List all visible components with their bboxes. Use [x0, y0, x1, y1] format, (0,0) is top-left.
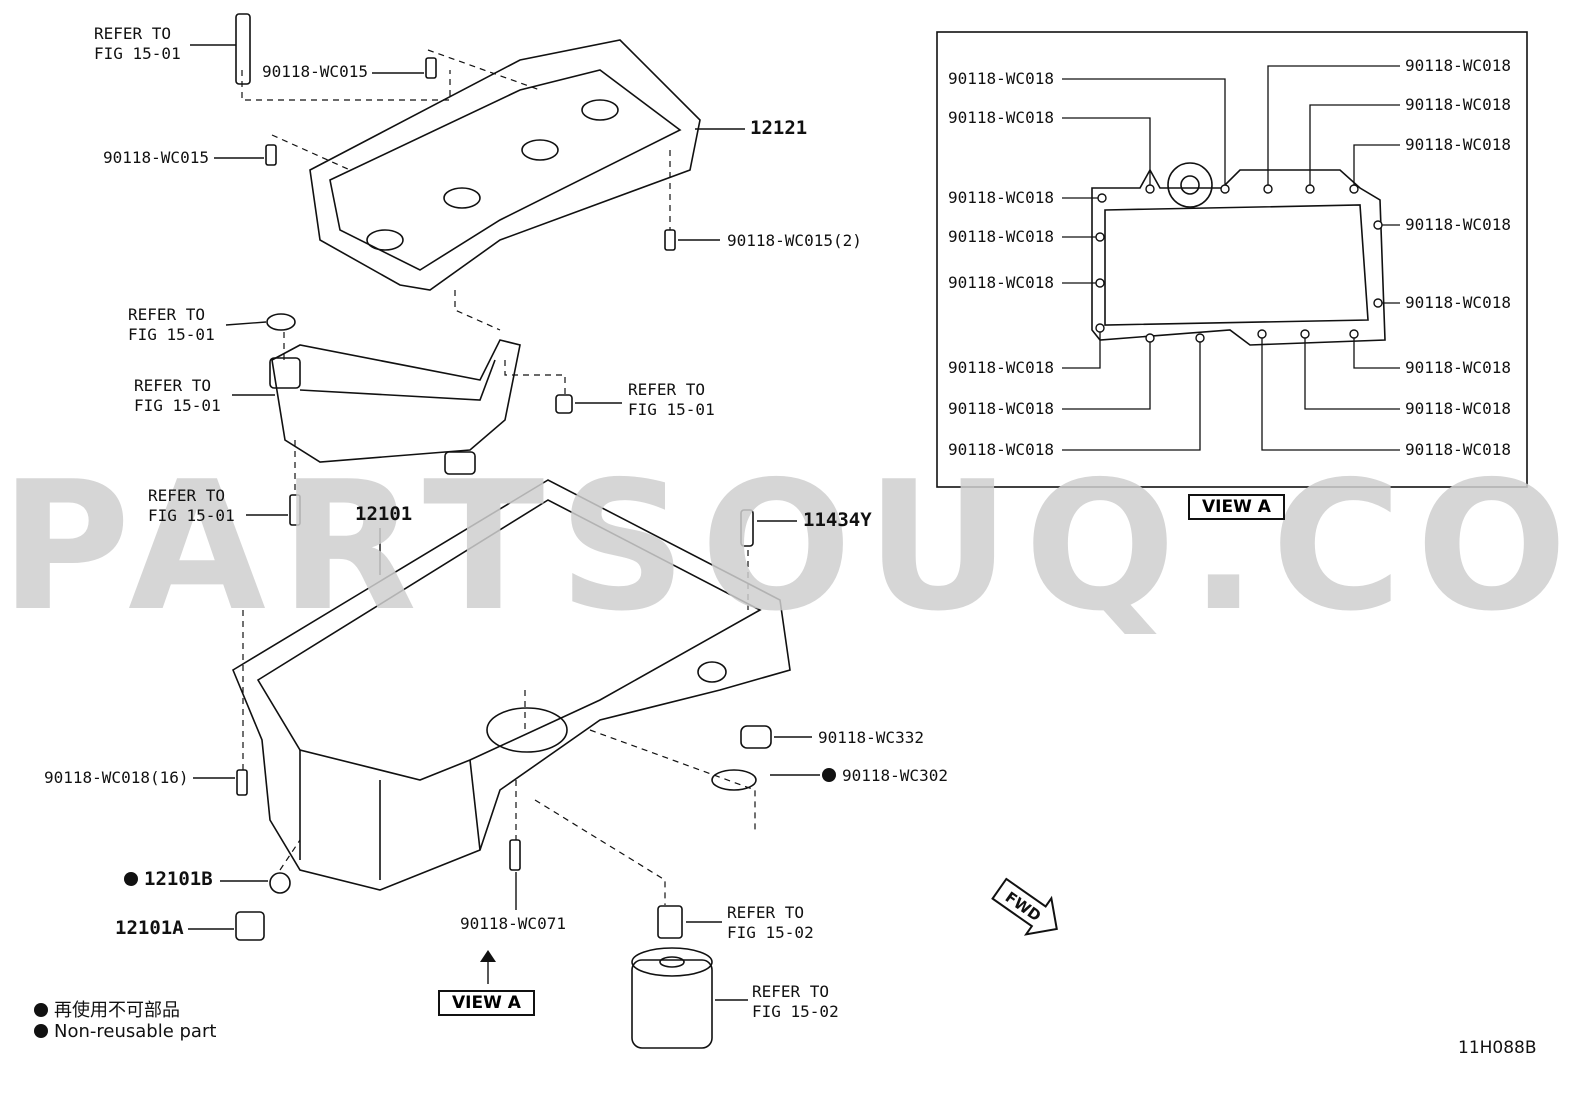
inset-right-label-4: 90118-WC018 [1405, 215, 1511, 234]
inset-left-label-1: 90118-WC018 [948, 69, 1054, 88]
inset-right-label-5: 90118-WC018 [1405, 293, 1511, 312]
watermark: PARTSOUQ.COM [0, 443, 1592, 650]
legend-text-en: Non-reusable part [54, 1021, 217, 1042]
cap-wc332 [740, 725, 772, 749]
figure-code: 11H088B [1458, 1038, 1537, 1058]
part-label-12101: 12101 [355, 503, 413, 525]
part-label-wc071: 90118-WC071 [460, 914, 566, 933]
inset-caption: VIEW A [1188, 494, 1285, 520]
inset-left-label-3: 90118-WC018 [948, 188, 1054, 207]
inset-left-label-7: 90118-WC018 [948, 399, 1054, 418]
inset-right-label-7: 90118-WC018 [1405, 399, 1511, 418]
refer-label-1: REFER TO FIG 15-01 [94, 24, 181, 63]
part-label-wc015-a: 90118-WC015 [262, 62, 368, 81]
non-reusable-dot-icon [34, 1003, 48, 1017]
non-reusable-dot-icon [822, 768, 836, 782]
legend-line-2: Non-reusable part [34, 1021, 216, 1042]
inset-left-label-2: 90118-WC018 [948, 108, 1054, 127]
part-label-11434y: 11434Y [803, 509, 872, 531]
refer-label-3: REFER TO FIG 15-01 [134, 376, 221, 415]
part-label-12101b: 12101B [124, 869, 213, 889]
inset-right-label-1: 90118-WC018 [1405, 56, 1511, 75]
part-label-12101b-text: 12101B [144, 868, 213, 890]
non-reusable-dot-icon [124, 872, 138, 886]
part-label-wc018-16: 90118-WC018(16) [44, 768, 189, 787]
part-label-wc332: 90118-WC332 [818, 728, 924, 747]
fwd-arrow-icon: FWD [991, 877, 1058, 936]
part-label-12101a: 12101A [115, 917, 184, 939]
oil-filter [631, 959, 713, 1049]
inset-left-label-6: 90118-WC018 [948, 358, 1054, 377]
inset-right-label-6: 90118-WC018 [1405, 358, 1511, 377]
refer-label-7: REFER TO FIG 15-02 [752, 982, 839, 1021]
view-a-pan-outline [1091, 168, 1386, 346]
stud-11434y [740, 509, 754, 547]
part-label-wc302: 90118-WC302 [822, 766, 948, 786]
legend-text-jp: 再使用不可部品 [54, 1000, 180, 1021]
inset-right-label-2: 90118-WC018 [1405, 95, 1511, 114]
o-ring-wc302 [711, 769, 757, 791]
gasket-12101b [269, 872, 291, 894]
part-label-12121: 12121 [750, 117, 808, 139]
part-label-wc015-b: 90118-WC015 [103, 148, 209, 167]
union-bolt [657, 905, 683, 939]
legend-line-1: 再使用不可部品 [34, 996, 180, 1022]
part-label-wc302-text: 90118-WC302 [842, 766, 948, 785]
view-a-arrow-label: VIEW A [438, 990, 535, 1016]
refer-label-4: REFER TO FIG 15-01 [628, 380, 715, 419]
refer-label-5: REFER TO FIG 15-01 [148, 486, 235, 525]
non-reusable-dot-icon [34, 1024, 48, 1038]
inset-right-label-3: 90118-WC018 [1405, 135, 1511, 154]
inset-left-label-5: 90118-WC018 [948, 273, 1054, 292]
part-label-wc015-2: 90118-WC015(2) [727, 231, 862, 250]
view-a-inset-frame [936, 31, 1528, 488]
drain-plug-12101a [235, 911, 265, 941]
inset-left-label-4: 90118-WC018 [948, 227, 1054, 246]
inset-right-label-8: 90118-WC018 [1405, 440, 1511, 459]
oil-strainer [271, 339, 521, 463]
refer-label-6: REFER TO FIG 15-02 [727, 903, 814, 942]
inset-left-label-8: 90118-WC018 [948, 440, 1054, 459]
under-cover-12121 [309, 39, 701, 291]
refer-label-2: REFER TO FIG 15-01 [128, 305, 215, 344]
oil-pan-12101 [231, 479, 791, 891]
